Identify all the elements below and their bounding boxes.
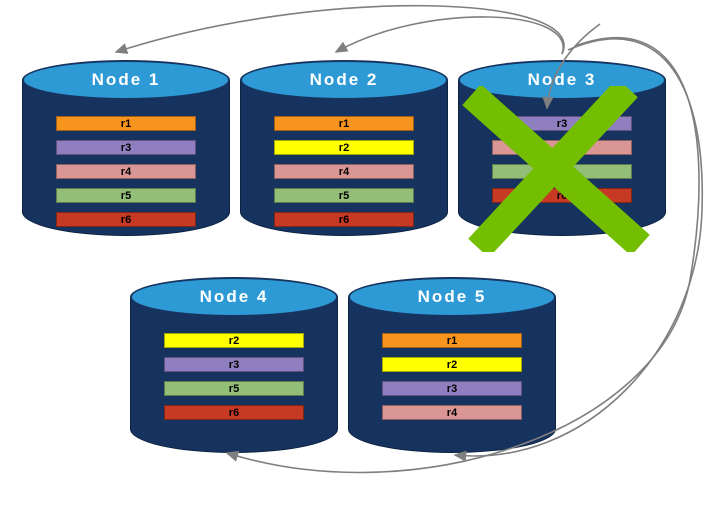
- replica-list: r3 r4 r5 r6: [458, 116, 666, 203]
- replica-bar-r6: r6: [492, 188, 632, 203]
- cylinder-top: Node 4: [130, 277, 338, 317]
- replica-bar-r2: r2: [274, 140, 414, 155]
- node-2: Node 2 r1 r2 r4 r5 r6: [240, 60, 448, 236]
- replica-bar-r6: r6: [274, 212, 414, 227]
- replica-bar-r5: r5: [56, 188, 196, 203]
- replica-bar-r3: r3: [382, 381, 522, 396]
- node-title: Node 3: [527, 70, 597, 89]
- replica-bar-r2: r2: [382, 357, 522, 372]
- replica-list: r1 r3 r4 r5 r6: [22, 116, 230, 227]
- replica-bar-r4: r4: [274, 164, 414, 179]
- node-4: Node 4 r2 r3 r5 r6: [130, 277, 338, 453]
- node-title: Node 5: [417, 287, 487, 306]
- replica-bar-r3: r3: [164, 357, 304, 372]
- replica-bar-r1: r1: [56, 116, 196, 131]
- replica-list: r1 r2 r4 r5 r6: [240, 116, 448, 227]
- replica-bar-r1: r1: [382, 333, 522, 348]
- replica-bar-r5: r5: [164, 381, 304, 396]
- replica-bar-r3: r3: [492, 116, 632, 131]
- replica-bar-r3: r3: [56, 140, 196, 155]
- node-3: Node 3 r3 r4 r5 r6: [458, 60, 666, 236]
- node-1: Node 1 r1 r3 r4 r5 r6: [22, 60, 230, 236]
- node-title: Node 2: [309, 70, 379, 89]
- replica-bar-r6: r6: [56, 212, 196, 227]
- node-title: Node 1: [91, 70, 161, 89]
- replica-bar-r4: r4: [382, 405, 522, 420]
- cylinder-body: [22, 80, 230, 236]
- replica-bar-r5: r5: [492, 164, 632, 179]
- node-title: Node 4: [199, 287, 269, 306]
- replica-list: r2 r3 r5 r6: [130, 333, 338, 420]
- replica-bar-r6: r6: [164, 405, 304, 420]
- replica-bar-r2: r2: [164, 333, 304, 348]
- replica-bar-r1: r1: [274, 116, 414, 131]
- cylinder-top: Node 5: [348, 277, 556, 317]
- replica-bar-r5: r5: [274, 188, 414, 203]
- cylinder-top: Node 3: [458, 60, 666, 100]
- replica-bar-r4: r4: [56, 164, 196, 179]
- replica-list: r1 r2 r3 r4: [348, 333, 556, 420]
- cylinder-top: Node 1: [22, 60, 230, 100]
- node-5: Node 5 r1 r2 r3 r4: [348, 277, 556, 453]
- replica-bar-r4: r4: [492, 140, 632, 155]
- cylinder-top: Node 2: [240, 60, 448, 100]
